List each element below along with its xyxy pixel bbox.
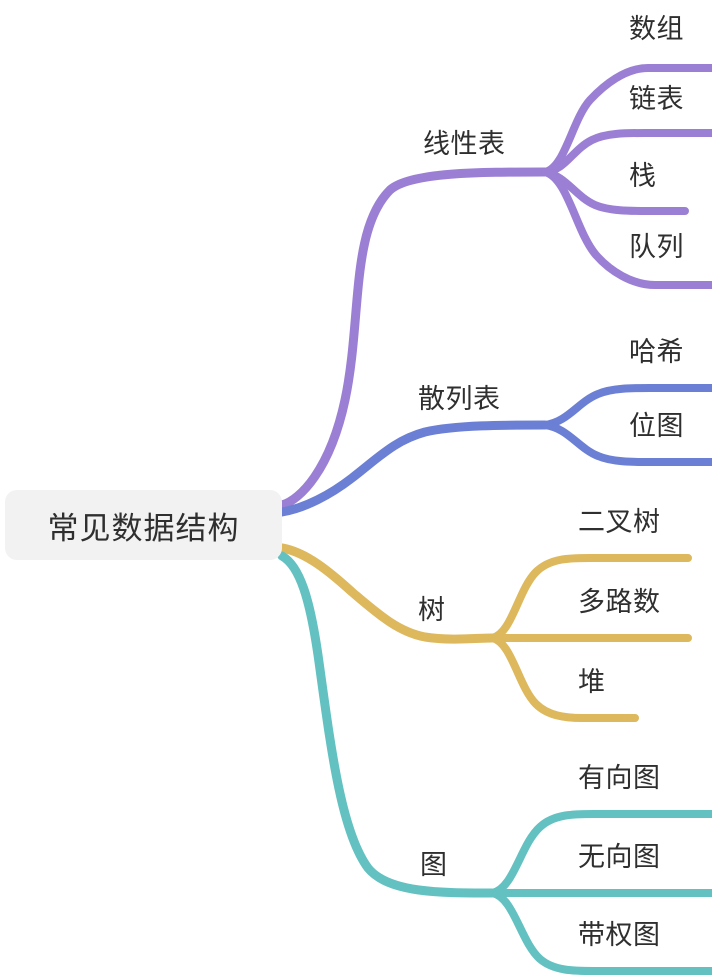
- root-node-label: 常见数据结构: [47, 510, 240, 546]
- leaf-label-weighted-graph[interactable]: 带权图: [578, 920, 661, 950]
- leaf-label-multiway-tree[interactable]: 多路数: [578, 587, 661, 617]
- branch-connector-hash-table: [277, 384, 712, 517]
- leaf-label-queue[interactable]: 队列: [629, 232, 684, 262]
- topic-label-graph[interactable]: 图: [420, 850, 448, 880]
- topic-label-tree[interactable]: 树: [418, 595, 446, 625]
- leaf-label-binary-tree[interactable]: 二叉树: [578, 507, 661, 537]
- leaf-label-directed-graph[interactable]: 有向图: [578, 763, 661, 793]
- branch-connector-linear-list: [277, 64, 712, 510]
- leaf-label-undirected-graph[interactable]: 无向图: [578, 842, 661, 872]
- topic-label-hash-table[interactable]: 散列表: [418, 384, 501, 414]
- root-node[interactable]: 常见数据结构: [5, 490, 282, 560]
- leaf-label-stack[interactable]: 栈: [629, 161, 657, 191]
- topic-label-linear-list[interactable]: 线性表: [423, 129, 506, 159]
- leaf-label-bitmap[interactable]: 位图: [629, 411, 684, 441]
- branch-connector-tree: [277, 543, 692, 722]
- leaf-label-array[interactable]: 数组: [629, 14, 684, 44]
- leaf-label-heap[interactable]: 堆: [578, 667, 606, 697]
- leaf-label-hash[interactable]: 哈希: [629, 337, 684, 367]
- leaf-label-linked-list[interactable]: 链表: [629, 84, 684, 114]
- branch-connector-graph: [277, 551, 712, 975]
